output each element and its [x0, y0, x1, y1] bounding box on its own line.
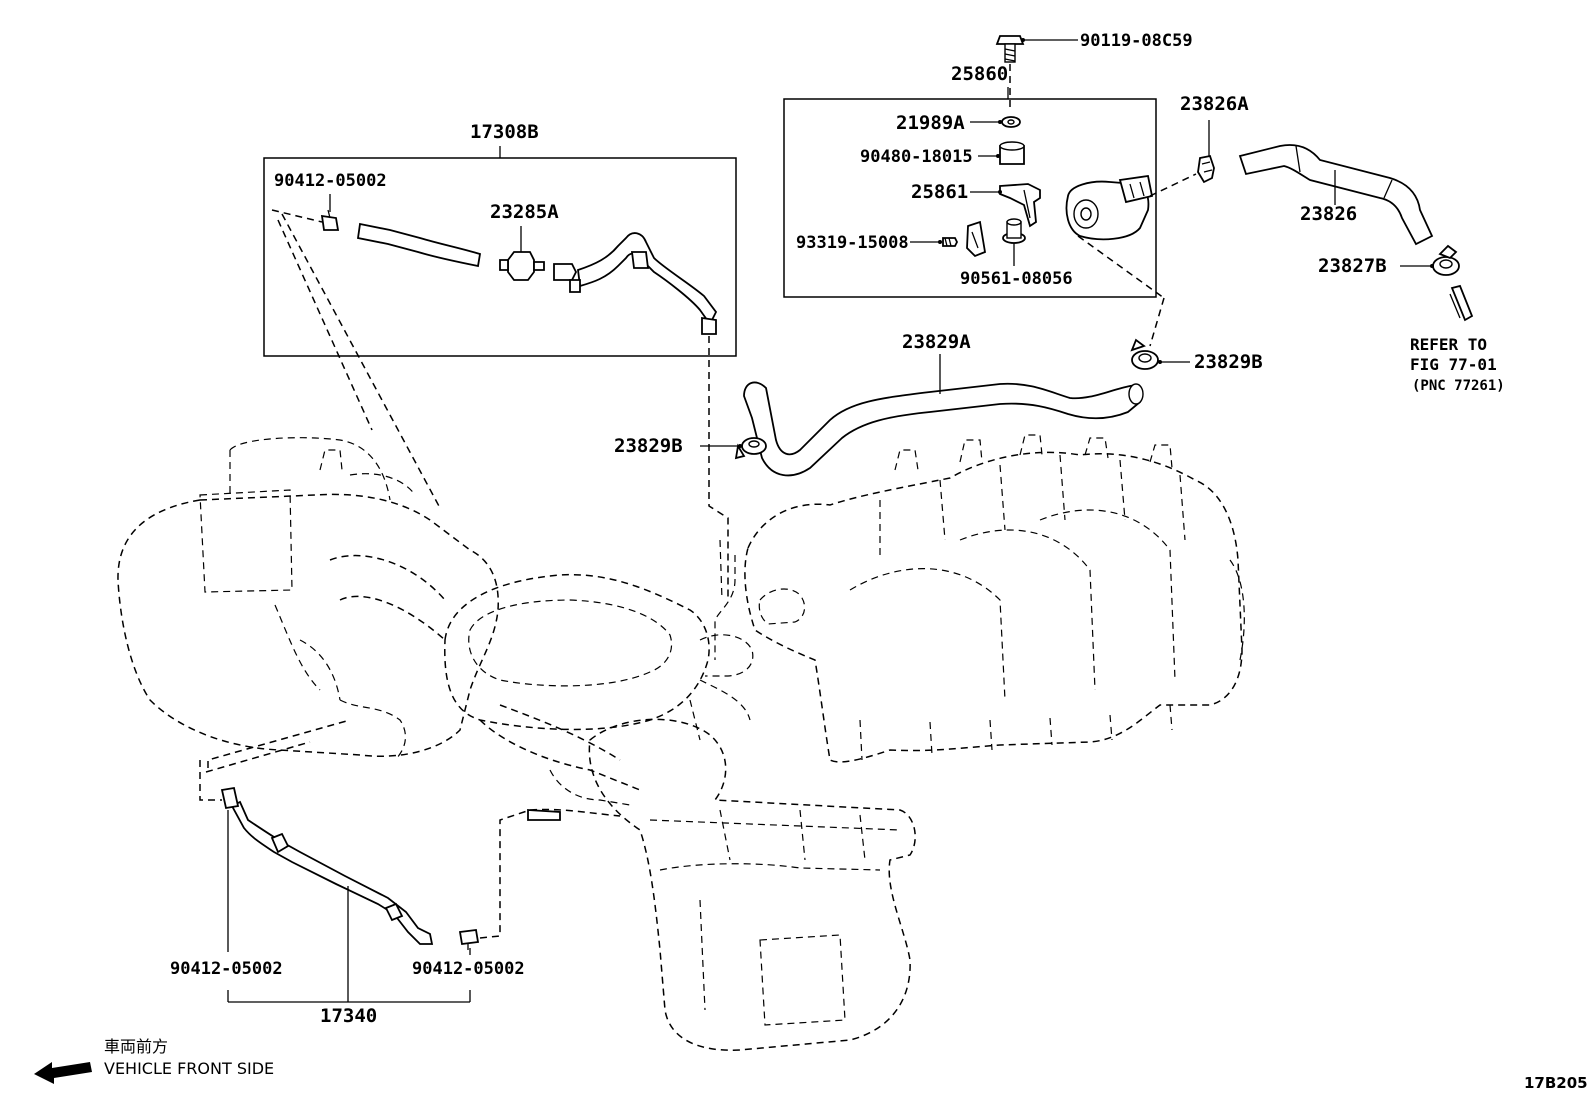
assembly-box-25860 — [783, 98, 1157, 298]
label-90412-05002-bottom-right: 90412-05002 — [412, 959, 525, 979]
label-23285a: 23285A — [490, 201, 559, 223]
label-23827b: 23827B — [1318, 255, 1387, 277]
clamp-23829b-right — [1130, 338, 1159, 370]
label-23829b-right: 23829B — [1194, 351, 1263, 373]
fitting-90412-05002-right — [458, 928, 480, 950]
label-25861: 25861 — [911, 181, 968, 203]
clamp-23827b — [1432, 244, 1460, 276]
label-90412-05002-top: 90412-05002 — [274, 171, 387, 191]
label-23826a: 23826A — [1180, 93, 1249, 115]
refer-line-3: (PNC 77261) — [1412, 378, 1505, 394]
hose-17308b-segment — [356, 222, 482, 268]
label-93319-15008: 93319-15008 — [796, 233, 909, 253]
clip — [966, 220, 987, 258]
bracket-25861 — [999, 183, 1041, 228]
label-25860: 25860 — [951, 63, 1008, 85]
label-17340: 17340 — [320, 1005, 377, 1027]
label-21989a: 21989A — [896, 112, 965, 134]
fitting-90412-05002-top — [320, 209, 340, 231]
engine-outline — [117, 434, 1245, 1051]
hose-23829a — [743, 381, 1144, 477]
front-direction-arrow-icon — [34, 1062, 92, 1084]
hose-17340 — [220, 786, 434, 945]
hose-end-refer — [1450, 284, 1474, 322]
label-23826: 23826 — [1300, 203, 1357, 225]
hose-17308b-pipe — [553, 232, 718, 335]
hose-23826 — [1238, 144, 1434, 246]
clip-23826a — [1197, 154, 1215, 184]
refer-line-1: REFER TO — [1410, 335, 1487, 354]
bolt-90119-08c59 — [995, 35, 1025, 63]
clamp-23829b-left — [734, 437, 767, 460]
label-17308b: 17308B — [470, 121, 539, 143]
valve-25860 — [1065, 174, 1154, 241]
label-23829a: 23829A — [902, 331, 971, 353]
label-90119-08c59: 90119-08C59 — [1080, 31, 1193, 51]
valve-23285a — [499, 251, 545, 281]
direction-label-jp: 車両前方 — [104, 1037, 168, 1056]
screw-93319-15008 — [942, 237, 959, 247]
grommet-90480-18015 — [999, 141, 1025, 165]
label-23829b-left: 23829B — [614, 435, 683, 457]
label-90412-05002-bottom-left: 90412-05002 — [170, 959, 283, 979]
label-90480-18015: 90480-18015 — [860, 147, 973, 167]
collar-90561-08056 — [1002, 218, 1026, 244]
refer-line-2: FIG 77-01 — [1410, 355, 1497, 374]
figure-id: 17B205 — [1524, 1074, 1588, 1092]
label-90561-08056: 90561-08056 — [960, 269, 1073, 289]
direction-label-en: VEHICLE FRONT SIDE — [104, 1059, 274, 1078]
